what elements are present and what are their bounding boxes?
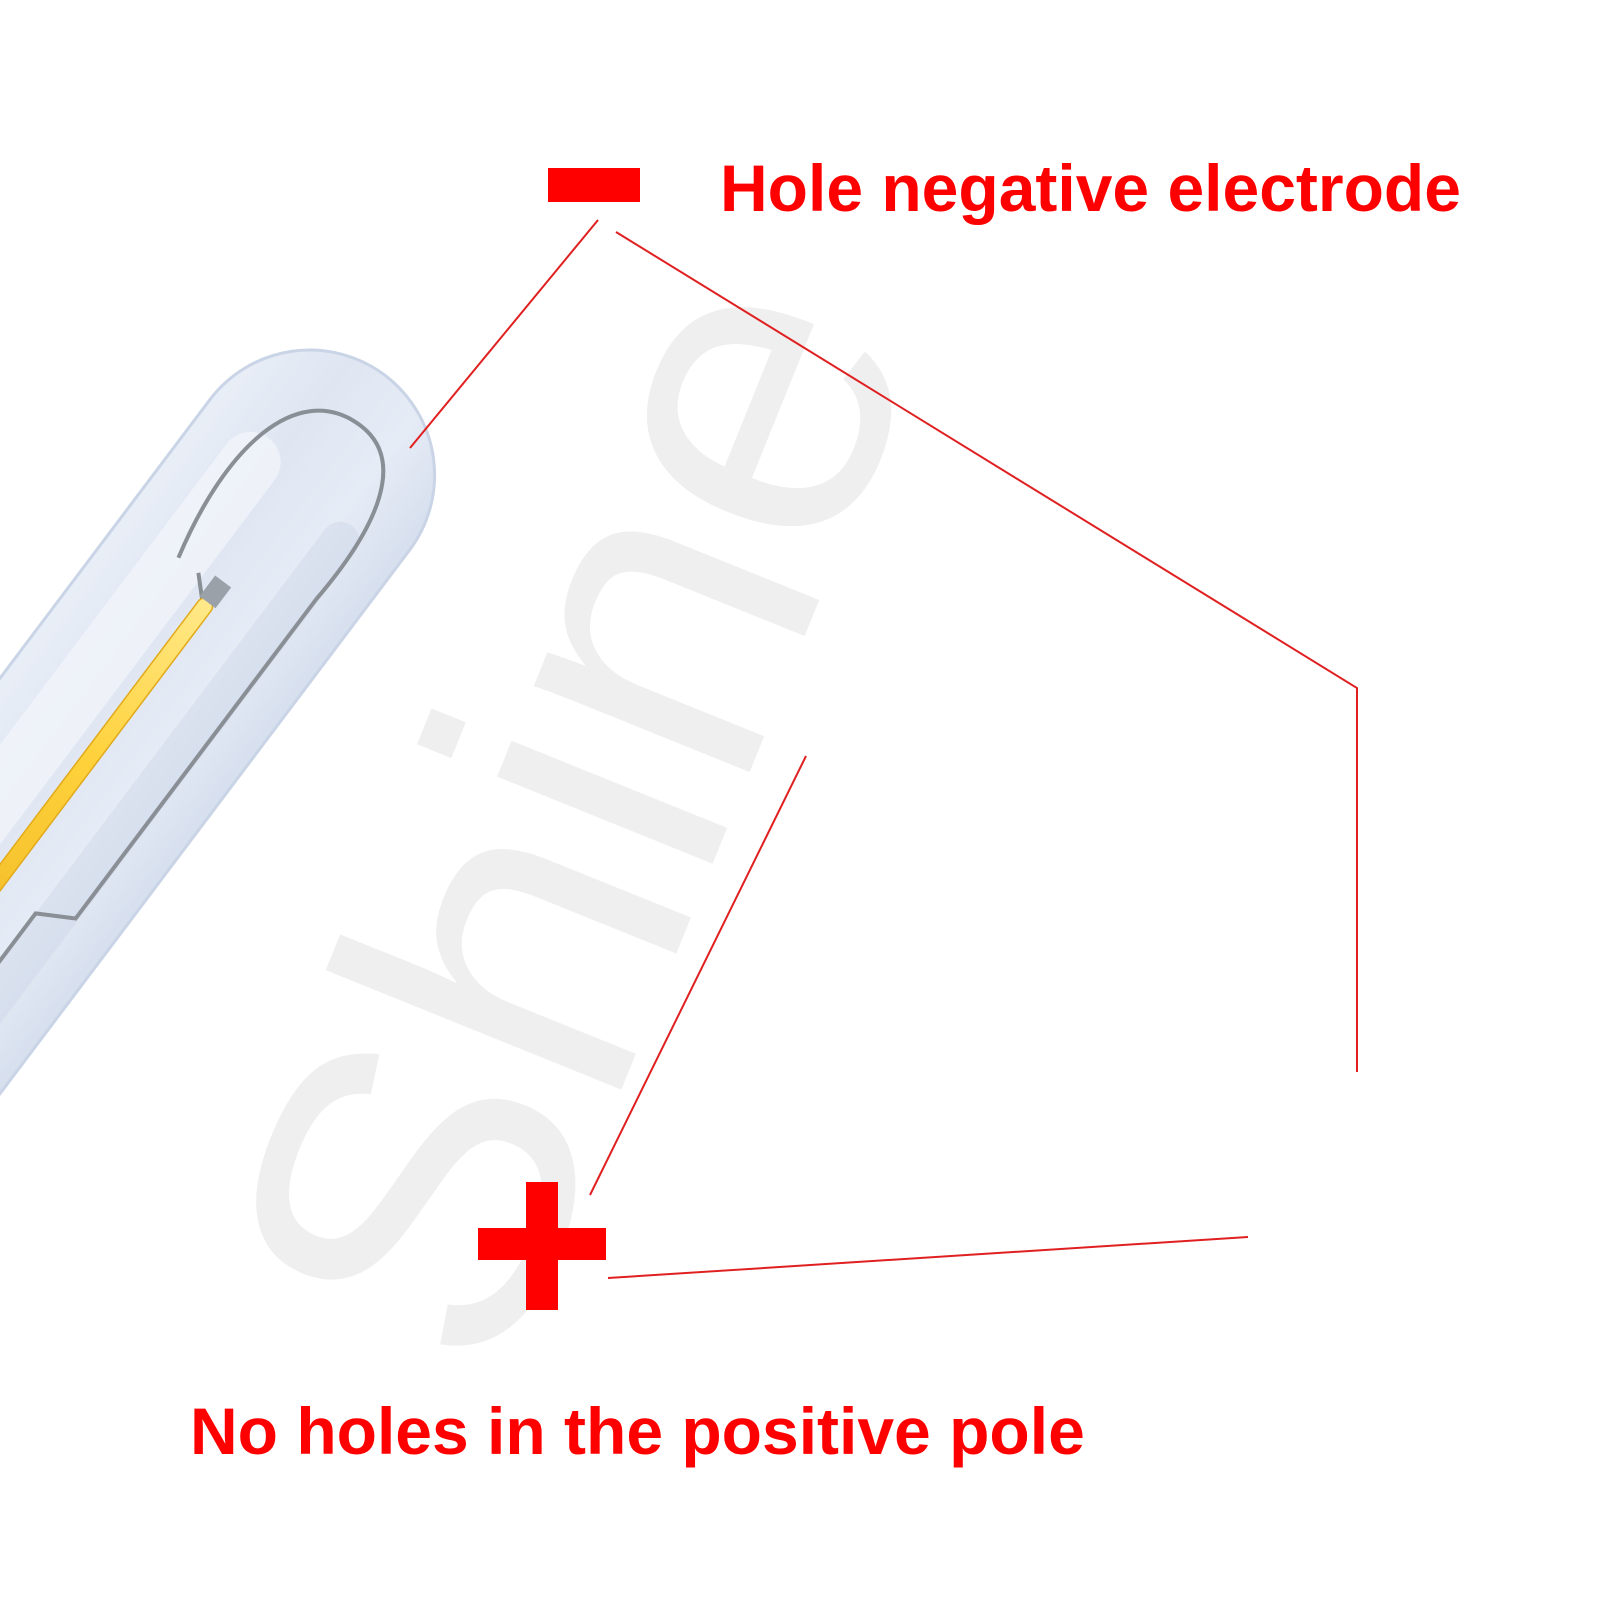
- positive-leader-to-spring: [607, 1236, 1249, 1279]
- minus-sign-icon: [548, 168, 640, 202]
- glass-shadow: [0, 521, 360, 1217]
- filament-top-cap: [199, 575, 232, 609]
- plus-sign-icon: [478, 1182, 606, 1310]
- support-wire-loop: [0, 408, 386, 1011]
- positive-pole-label: No holes in the positive pole: [190, 1394, 1085, 1468]
- glass-highlight: [0, 431, 281, 1147]
- positive-leader-to-filament: [589, 755, 807, 1196]
- negative-electrode-label: Hole negative electrode: [720, 151, 1461, 225]
- negative-leader-to-spring: [615, 231, 1358, 1072]
- bulb-illustration: [0, 348, 437, 1297]
- negative-leader-to-filament: [409, 219, 599, 449]
